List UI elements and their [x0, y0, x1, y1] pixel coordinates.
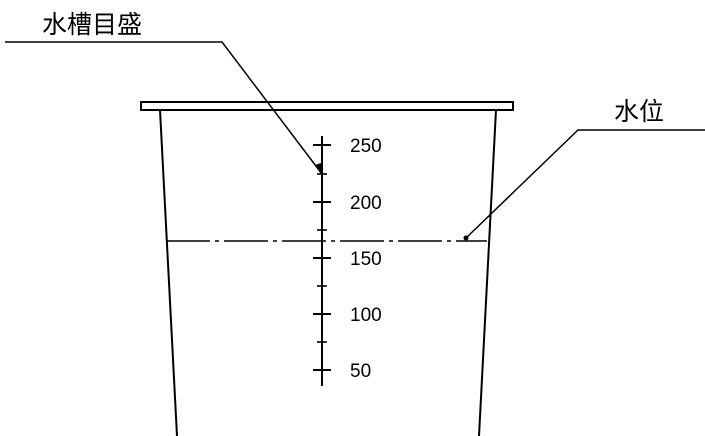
tick-label-50: 50: [350, 361, 371, 382]
tick-label-100: 100: [350, 305, 382, 326]
water-level-leader: [465, 129, 705, 239]
tank-rim: [140, 101, 514, 111]
tick-label-250: 250: [350, 136, 382, 157]
tick-label-200: 200: [350, 193, 382, 214]
scale-leader-arrowhead: [315, 163, 322, 176]
water-level-leader-dot: [463, 235, 469, 241]
tank-right-wall: [478, 109, 497, 436]
scale-label: 水槽目盛: [42, 10, 142, 39]
tick-label-150: 150: [350, 249, 382, 270]
scale-label-leader: [5, 41, 323, 175]
tank-left-wall: [159, 109, 178, 436]
water-level-label: 水位: [614, 97, 664, 126]
